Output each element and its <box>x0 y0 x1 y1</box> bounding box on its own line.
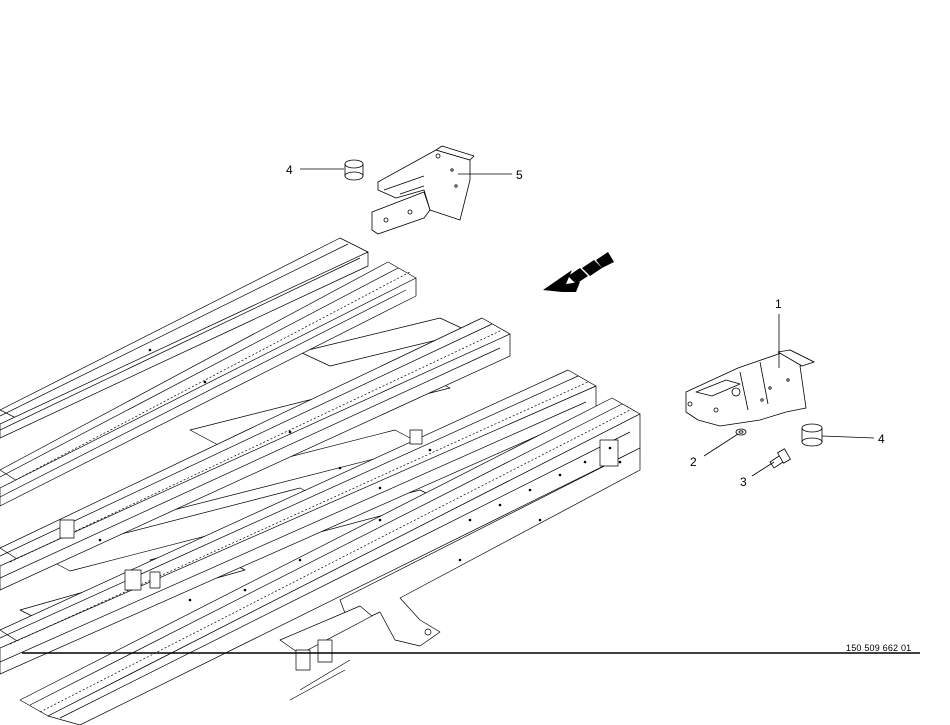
callout-2: 2 <box>690 455 697 469</box>
callout-1: 1 <box>775 297 782 311</box>
leader-lines <box>300 168 875 477</box>
mounting-holes <box>98 348 622 602</box>
rail-3 <box>0 317 511 591</box>
chassis-frame <box>0 237 641 725</box>
part-4-cap-lower <box>801 423 823 447</box>
callout-4-lower: 4 <box>878 432 885 446</box>
document-number: 150 509 662 01 <box>846 643 912 653</box>
dashed-arrow-icon <box>543 252 614 292</box>
rail-5 <box>19 397 641 725</box>
callout-5: 5 <box>516 168 523 182</box>
part-2-washer <box>735 428 747 436</box>
part-3-bolt <box>769 448 792 469</box>
part-4-cap-upper <box>344 159 364 181</box>
part-1-bracket <box>685 349 815 427</box>
rail-4 <box>0 369 597 675</box>
callout-3: 3 <box>740 475 747 489</box>
callout-4-upper: 4 <box>286 163 293 177</box>
part-5-bracket <box>371 145 475 235</box>
lower-frame <box>59 429 641 701</box>
rail-1 <box>0 237 369 439</box>
rail-2 <box>0 261 417 507</box>
